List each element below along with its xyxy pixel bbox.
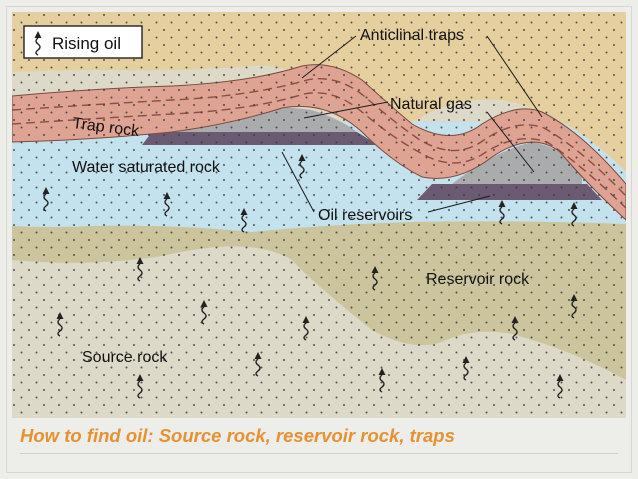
label-anticlinal-traps: Anticlinal traps <box>360 27 464 44</box>
oil-trap-diagram: Rising oil Anticlinal traps Natural gas … <box>12 12 626 418</box>
legend-box: Rising oil <box>23 25 143 59</box>
caption-divider <box>20 453 618 454</box>
label-water-saturated-rock: Water saturated rock <box>72 159 221 176</box>
label-source-rock: Source rock <box>82 349 168 366</box>
slide-frame <box>6 6 632 473</box>
label-natural-gas: Natural gas <box>390 96 472 113</box>
legend-label: Rising oil <box>52 34 121 53</box>
label-oil-reservoirs: Oil reservoirs <box>318 207 412 224</box>
slide-caption: How to find oil: Source rock, reservoir … <box>20 425 455 446</box>
label-reservoir-rock: Reservoir rock <box>426 271 530 288</box>
